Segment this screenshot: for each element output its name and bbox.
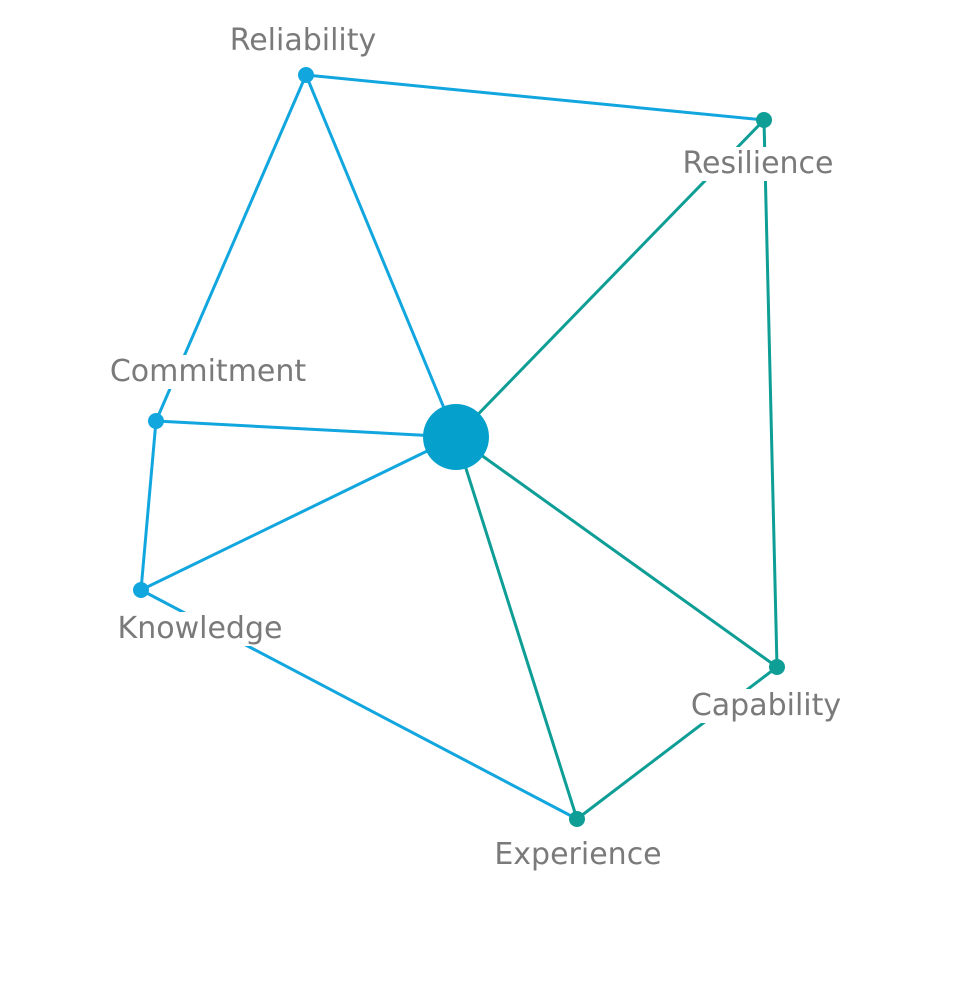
node-resilience xyxy=(756,112,772,128)
edge-hub-capability xyxy=(455,435,778,669)
node-reliability xyxy=(298,67,314,83)
edge-hub-experience xyxy=(454,436,579,820)
label-reliability: Reliability xyxy=(223,24,383,58)
node-capability xyxy=(769,659,785,675)
label-commitment: Commitment xyxy=(103,355,313,389)
edge-reliability-resilience xyxy=(305,73,765,122)
edge-hub-commitment xyxy=(155,419,457,439)
edge-hub-reliability xyxy=(304,74,458,438)
node-experience xyxy=(569,811,585,827)
label-capability: Capability xyxy=(684,689,848,723)
edge-hub-knowledge xyxy=(140,435,457,592)
node-knowledge xyxy=(133,582,149,598)
nodes xyxy=(133,67,785,827)
edge-resilience-capability xyxy=(762,119,779,668)
label-resilience: Resilience xyxy=(676,147,840,181)
edge-knowledge-commitment xyxy=(139,420,158,591)
label-experience: Experience xyxy=(488,838,668,872)
node-commitment xyxy=(148,413,164,429)
label-knowledge: Knowledge xyxy=(111,612,289,646)
hub-node xyxy=(423,404,489,470)
